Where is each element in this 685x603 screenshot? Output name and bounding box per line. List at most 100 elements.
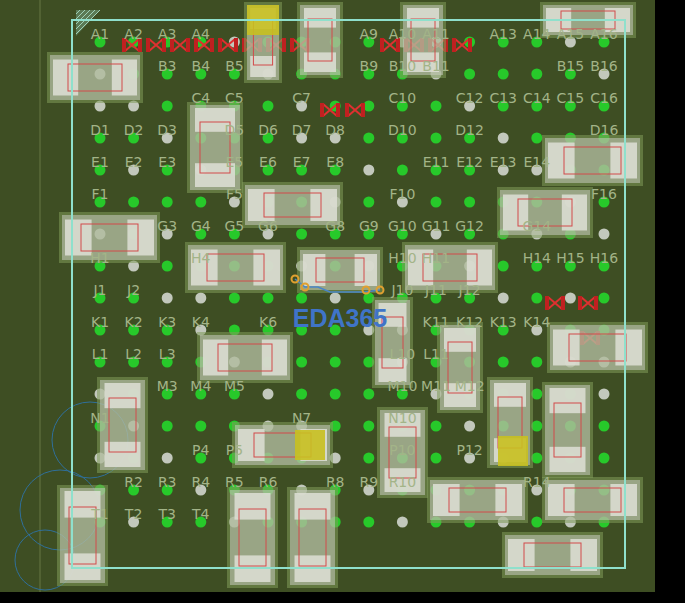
board-edge [39, 0, 41, 592]
capacitor-footprint [287, 487, 338, 588]
courtyard [287, 487, 338, 588]
resistor-symbol [323, 104, 337, 116]
silk-outline [109, 398, 136, 452]
courtyard [244, 2, 282, 83]
smd-pad [295, 493, 331, 520]
smd-pad [495, 484, 522, 516]
resistor-symbol [348, 104, 362, 116]
courtyard [427, 477, 528, 523]
body [200, 335, 290, 380]
bga-ball [431, 133, 442, 144]
ball-label: L1 [92, 346, 109, 362]
ball-label: A1 [91, 26, 109, 42]
bga-ball [330, 389, 341, 400]
capacitor-footprint [497, 187, 593, 238]
smd-pad [65, 553, 101, 580]
silk-outline [299, 509, 326, 566]
bga-ball [363, 197, 374, 208]
courtyard [402, 242, 498, 293]
ball-label: N10 [388, 410, 416, 426]
body [440, 325, 480, 410]
silk-outline [68, 64, 122, 91]
body [190, 105, 240, 190]
bga-ball [498, 293, 509, 304]
ball-label: G8 [325, 218, 345, 234]
ball-label: B11 [422, 58, 449, 74]
resistor-symbol [455, 39, 469, 51]
via [292, 276, 299, 283]
bga-ball [195, 421, 206, 432]
smd-pad [127, 220, 154, 256]
courtyard [547, 322, 648, 373]
silk-outline [569, 334, 626, 361]
ball-label: R4 [191, 474, 210, 490]
ball-label: A2 [124, 26, 142, 42]
canvas-void [655, 0, 685, 603]
ball-label: E6 [259, 154, 277, 170]
capacitor-footprint [185, 242, 286, 293]
bga-ball [464, 197, 475, 208]
package-outline [72, 20, 625, 568]
bga-ball [195, 293, 206, 304]
silk-outline [81, 224, 138, 251]
smd-pad [494, 383, 526, 407]
ball-label: R6 [259, 474, 278, 490]
ball-label: D7 [292, 122, 312, 138]
courtyard [57, 485, 108, 586]
body [490, 380, 530, 465]
body [50, 55, 140, 100]
courtyard [497, 187, 593, 238]
ball-label: G9 [359, 218, 379, 234]
body [188, 245, 283, 290]
silk-outline [316, 258, 364, 282]
bga-ball [464, 69, 475, 80]
capacitor-footprint [487, 377, 533, 468]
bga-ball [531, 293, 542, 304]
smd-pad [407, 8, 439, 28]
smd-pad [610, 484, 637, 516]
resistor-symbol [548, 297, 562, 309]
courtyard [297, 2, 343, 78]
ball-label: B9 [360, 58, 379, 74]
bga-ball [162, 261, 173, 272]
ball-label: T2 [125, 506, 142, 522]
courtyard [542, 477, 643, 523]
bga-ball [464, 421, 475, 432]
courtyard [47, 52, 143, 103]
ball-label: A11 [422, 26, 449, 42]
body [235, 425, 330, 465]
smd-pad [550, 447, 586, 472]
bga-ball [229, 293, 240, 304]
resistor-pad [452, 38, 456, 52]
resistor-pad [380, 38, 384, 52]
ball-label: F5 [226, 186, 243, 202]
capacitor-footprint [197, 332, 293, 383]
ball-label: E2 [125, 154, 143, 170]
ball-label: T4 [192, 506, 209, 522]
ball-label: K13 [490, 314, 517, 330]
ball-label: G11 [422, 218, 451, 234]
ball-label: C16 [590, 90, 618, 106]
bga-ball [296, 357, 307, 368]
ball-label: L11 [423, 346, 449, 362]
ball-label: G12 [455, 218, 484, 234]
ball-label: M3 [157, 378, 178, 394]
ball-label: E3 [158, 154, 176, 170]
capacitor-footprint [232, 422, 333, 468]
ball-label: R5 [225, 474, 244, 490]
silk-outline [389, 427, 416, 478]
capacitor-footprint [427, 477, 528, 523]
ball-label: T3 [158, 506, 175, 522]
bga-ball [162, 293, 173, 304]
bga-ball [195, 197, 206, 208]
bga-ball [363, 133, 374, 144]
ball-label: B4 [192, 58, 211, 74]
bga-ball [531, 357, 542, 368]
resistor-symbol [581, 297, 595, 309]
ball-label: K4 [192, 314, 210, 330]
ball-label: H16 [590, 250, 618, 266]
ball-label: G5 [225, 218, 245, 234]
capacitor-footprint [542, 382, 593, 478]
courtyard [437, 322, 483, 413]
bga-ball [330, 293, 341, 304]
